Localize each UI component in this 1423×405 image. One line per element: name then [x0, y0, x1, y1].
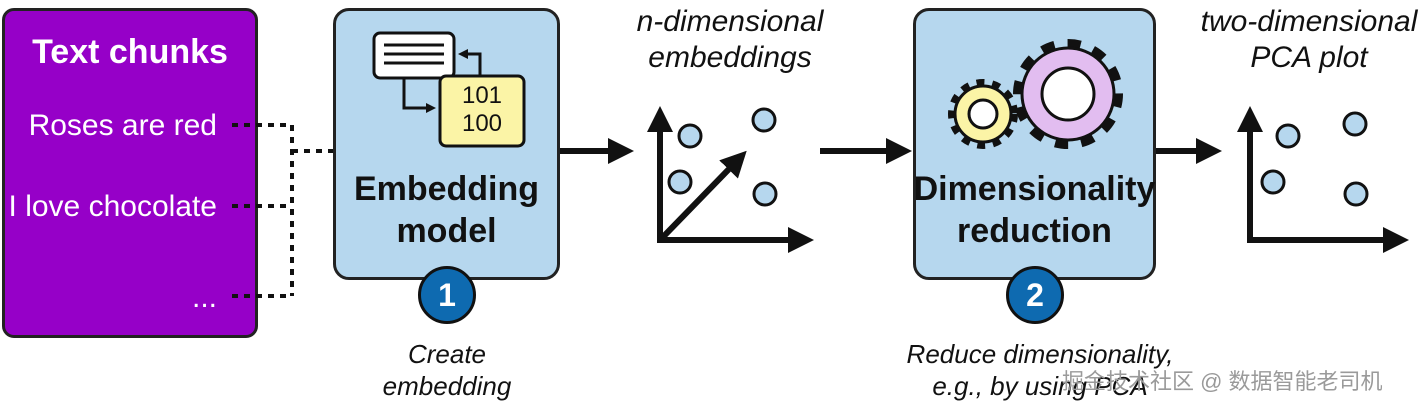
step-1-caption-line1: Create: [407, 339, 487, 369]
nd-plot-label: n-dimensional embeddings: [620, 4, 840, 76]
chunk-connector-lines: [232, 123, 333, 298]
step-1-badge: 1: [418, 266, 476, 324]
step-1-caption-line2: embedding: [382, 371, 512, 401]
nd-plot-axes: [647, 106, 814, 253]
chunk-item-chocolate: I love chocolate: [8, 190, 217, 223]
binary-line-2: 100: [461, 110, 503, 137]
dimensionality-reduction-label-line2: reduction: [957, 212, 1112, 250]
step-2-badge: 2: [1006, 266, 1064, 324]
pca-plot-label-line1: two-dimensional: [1200, 5, 1418, 38]
pca-plot-label-line2: PCA plot: [1250, 41, 1368, 74]
step-2-caption-line2: e.g., by using PCA: [932, 371, 1148, 401]
text-chunks-box: Text chunks Roses are red I love chocola…: [2, 8, 258, 338]
nd-plot-label-line2: embeddings: [648, 41, 812, 74]
dimensionality-reduction-label-line1: Dimensionality: [913, 170, 1156, 208]
chunk-item-ellipsis: ...: [191, 281, 217, 314]
document-to-binary-arrows: [402, 49, 482, 113]
pca-plot-label: two-dimensional PCA plot: [1195, 4, 1423, 76]
step-2-caption: Reduce dimensionality, e.g., by using PC…: [900, 338, 1180, 402]
chunk-item-roses: Roses are red: [28, 109, 217, 142]
step-2-caption-line1: Reduce dimensionality,: [906, 339, 1174, 369]
large-gear-icon: [1013, 39, 1123, 149]
binary-card-icon: [438, 74, 526, 148]
binary-card-text: 101 100: [440, 82, 524, 138]
embedding-model-label-line2: model: [396, 212, 497, 250]
text-chunks-title: Text chunks: [32, 33, 228, 71]
pca-plot-points: [1260, 111, 1369, 207]
document-icon: [372, 31, 456, 80]
step-1-caption: Create embedding: [367, 338, 527, 402]
watermark-text: 掘金技术社区 @ 数据智能老司机: [1062, 369, 1383, 394]
embedding-model-label-line1: Embedding: [353, 170, 540, 208]
pca-plot-axes: [1237, 106, 1409, 253]
nd-plot-label-line1: n-dimensional: [636, 5, 824, 38]
nd-plot-points: [667, 107, 778, 207]
binary-line-1: 101: [461, 82, 503, 109]
small-gear-icon: [948, 79, 1018, 149]
